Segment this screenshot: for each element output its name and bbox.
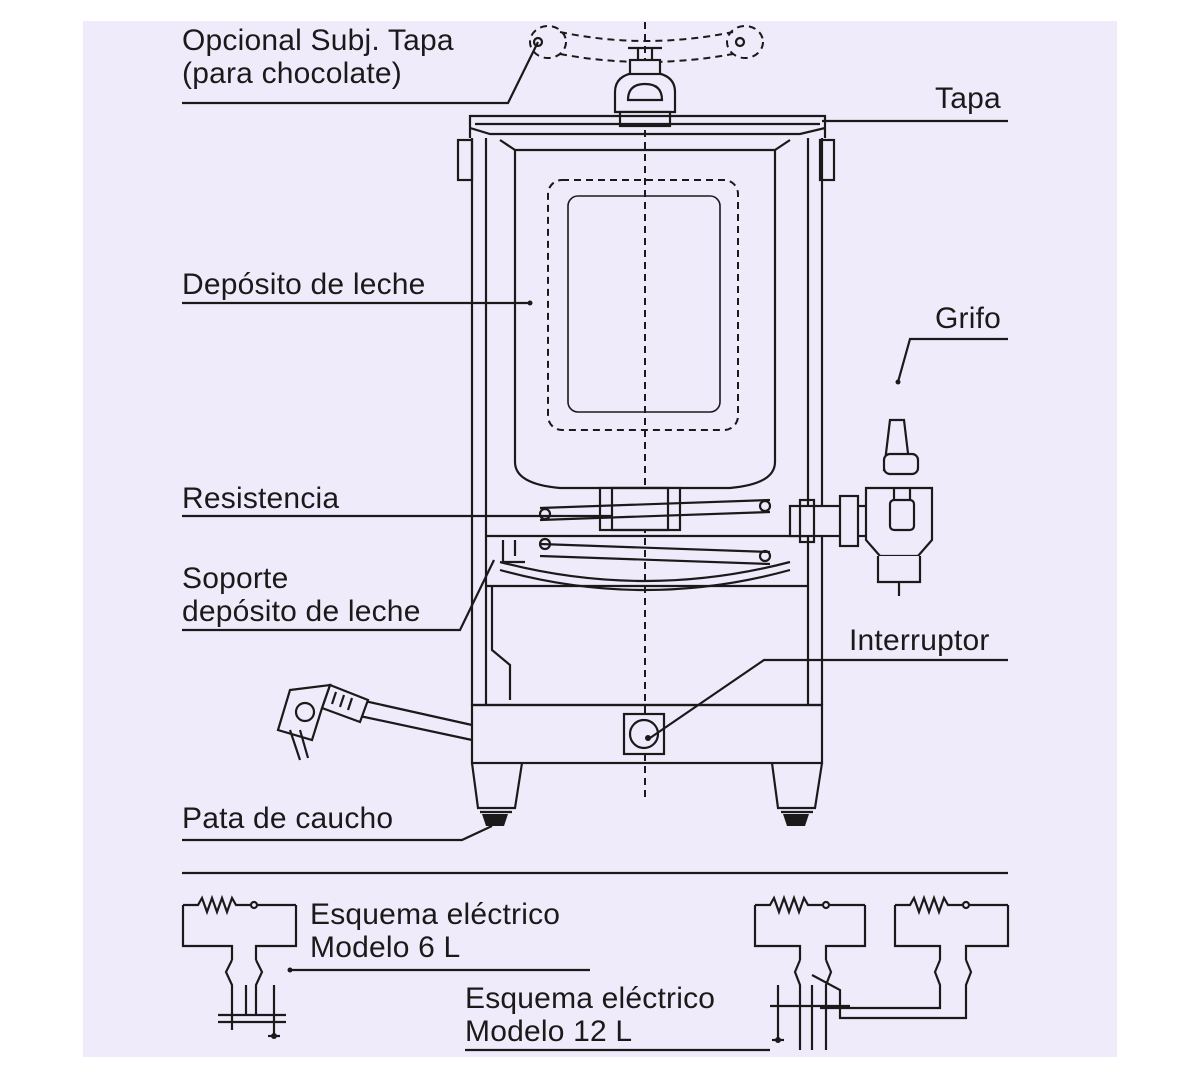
milk-tank-icon [499,139,791,532]
label-esquema-6l-line1: Esquema eléctrico [310,898,561,931]
label-esquema-12l-line2: Modelo 12 L [465,1015,633,1048]
label-esquema-6l-line2: Modelo 6 L [310,931,461,964]
machine-body-icon [470,138,824,707]
circuit-schematic-6l-icon [181,894,298,1039]
label-grifo: Grifo [935,302,1002,335]
label-resistencia: Resistencia [182,482,340,515]
label-soporte-line2: depósito de leche [182,595,421,628]
resistance-icon [486,498,808,700]
leader-lines [182,41,1008,1052]
label-esquema-12l-line1: Esquema eléctrico [465,982,716,1015]
label-interruptor: Interruptor [849,624,990,657]
label-pata-caucho: Pata de caucho [182,802,394,835]
lid-icon [456,114,836,182]
optional-lid-handle-icon [529,25,764,64]
leader-pata [182,825,493,842]
leader-soporte [182,559,495,632]
power-switch-icon [622,712,666,756]
diagram-background [83,21,1117,1057]
label-soporte-line1: Soporte [182,562,289,595]
faucet-icon [788,418,934,596]
leader-interruptor [649,658,1008,739]
label-optional-lid-line1: Opcional Subj. Tapa [182,24,454,57]
label-optional-lid-line2: (para chocolate) [182,57,402,90]
plug-icon [276,683,473,761]
leader-optional-lid [182,41,539,105]
circuit-schematic-12l-icon [753,894,1010,1050]
leader-grifo [896,337,1008,383]
machine-base-icon [470,703,824,826]
label-deposito-leche: Depósito de leche [182,268,426,301]
label-tapa: Tapa [935,82,1001,115]
